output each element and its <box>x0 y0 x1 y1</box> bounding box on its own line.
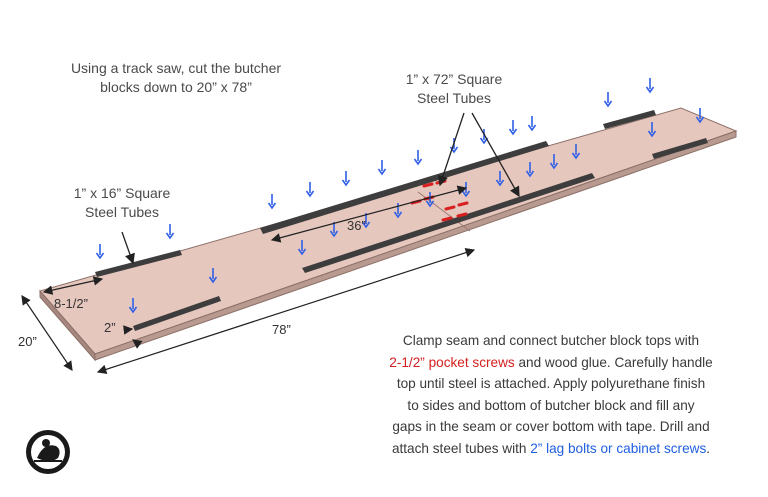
board-front-edge <box>94 130 737 361</box>
leader-long-tube-front <box>471 112 520 198</box>
blue-arrow-icon <box>413 150 423 166</box>
cut-instruction-label: Using a track saw, cut the butcher block… <box>34 59 318 97</box>
pocket-screws-text: 2-1/2” pocket screws <box>389 354 515 370</box>
blue-arrow-icon <box>95 244 105 260</box>
board-top-face <box>39 107 738 355</box>
blue-arrow-icon <box>377 160 387 176</box>
short-tube-back-right <box>603 110 656 129</box>
short-tubes-line-1: 1” x 16” Square <box>73 185 171 201</box>
pocket-screw-mark-icon <box>456 212 468 218</box>
blue-arrow-icon <box>495 171 505 187</box>
note-line-3: top until steel is attached. Apply polyu… <box>396 376 706 391</box>
leader-long-tube-back <box>437 112 465 187</box>
note-line-2: 2-1/2” pocket screws and wood glue. Care… <box>352 352 750 374</box>
note-line-6-tail: . <box>706 440 711 456</box>
note-line-6: attach steel tubes with 2” lag bolts or … <box>352 438 750 460</box>
short-tubes-line-2: Steel Tubes <box>85 204 159 220</box>
short-tubes-label: 1” x 16” Square Steel Tubes <box>48 184 196 222</box>
dim-line-78 <box>96 248 476 374</box>
blue-arrow-icon <box>695 108 705 124</box>
blue-arrow-icon <box>165 224 175 240</box>
dim-label-2: 2” <box>104 320 116 335</box>
pocket-screw-mark-icon <box>422 182 434 188</box>
short-tube-front-right <box>652 138 708 159</box>
blue-arrow-icon <box>647 122 657 138</box>
dim-line-8-5 <box>42 276 104 295</box>
dim-line-2 <box>123 325 134 335</box>
dimension-lines <box>21 185 476 374</box>
cut-instruction-line-2: blocks down to 20” x 78” <box>100 79 252 95</box>
pocket-screw-mark-icon <box>457 201 469 207</box>
cut-instruction-line-1: Using a track saw, cut the butcher <box>70 60 282 76</box>
long-tubes-line-1: 1” x 72” Square <box>405 71 503 87</box>
blue-arrow-icon <box>603 92 613 108</box>
dim-line-2b <box>132 339 143 349</box>
leader-short-tube <box>121 231 135 265</box>
blue-arrow-icon <box>341 171 351 187</box>
blue-arrow-icon <box>527 116 537 132</box>
blue-arrow-icon <box>508 120 518 136</box>
blue-arrow-icon <box>525 162 535 178</box>
pocket-screw-mark-icon <box>444 205 456 211</box>
long-tubes-line-2: Steel Tubes <box>417 90 491 106</box>
blue-arrow-icon <box>267 194 277 210</box>
note-line-4: to sides and bottom of butcher block and… <box>407 397 695 413</box>
note-line-6-head: attach steel tubes with <box>391 440 531 456</box>
lag-bolts-text: 2” lag bolts or cabinet screws <box>530 440 707 456</box>
dim-line-36 <box>270 185 468 243</box>
long-tubes-label: 1” x 72” Square Steel Tubes <box>380 70 528 108</box>
blue-arrow-icon <box>571 144 581 160</box>
instruction-note: Clamp seam and connect butcher block top… <box>352 330 750 459</box>
note-line-2-tail: . Carefully handle <box>606 354 713 370</box>
pocket-screw-mark-icon <box>441 216 453 222</box>
blue-arrow-icon <box>645 78 655 94</box>
dim-label-78: 78” <box>272 322 291 337</box>
wood-glue-text: and wood glue <box>514 354 607 370</box>
dim-line-20 <box>21 295 73 371</box>
logo-icon <box>26 430 70 474</box>
blue-arrow-icon <box>305 182 315 198</box>
blue-arrow-icon <box>549 154 559 170</box>
dim-label-20: 20” <box>18 334 37 349</box>
dim-label-36: 36” <box>347 218 366 233</box>
dim-label-8-5: 8-1/2” <box>54 296 88 311</box>
note-line-1: Clamp seam and connect butcher block top… <box>402 333 700 348</box>
note-line-5: gaps in the seam or cover bottom with ta… <box>392 419 710 434</box>
